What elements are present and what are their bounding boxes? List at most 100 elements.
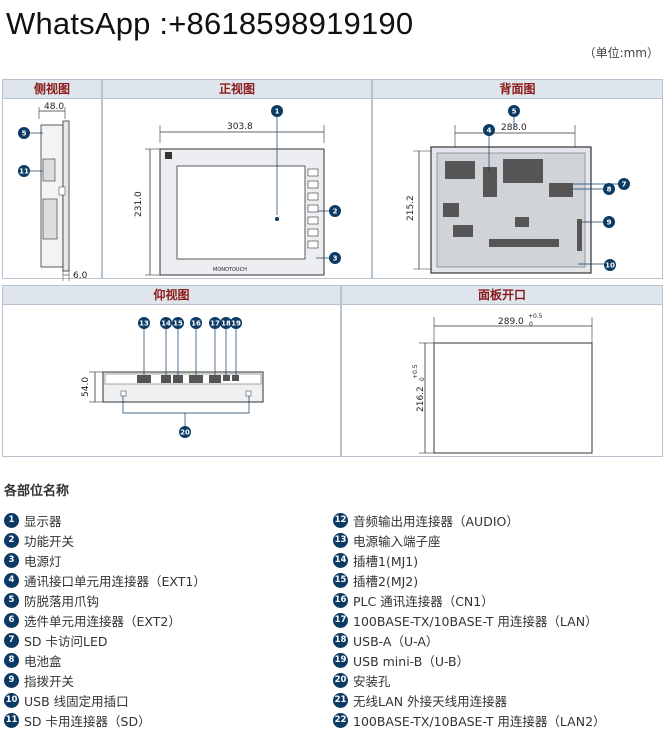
callout-20-icon	[179, 426, 191, 438]
part-number-badge: 3	[4, 552, 19, 568]
part-label: PLC 通讯连接器（CN1）	[353, 593, 494, 609]
part-label: 选件单元用连接器（EXT2）	[24, 613, 181, 629]
part-number-badge: 1	[4, 512, 19, 528]
part-number-badge: 8	[4, 652, 19, 668]
part-number-badge: 7	[4, 632, 19, 648]
part-item: 5 防脱落用爪钩	[4, 590, 206, 610]
callout-14-icon	[160, 317, 172, 329]
part-number-badge: 11	[4, 712, 19, 728]
front-height-label: 231.0	[134, 191, 144, 217]
callout-back-7: 7	[622, 181, 627, 189]
part-number-badge: 9	[4, 672, 19, 688]
cutout-width-tol2: 0	[529, 321, 533, 328]
callout-8-icon	[603, 183, 615, 195]
side-view-panel: 侧视图 48.0 6.0 5 11	[2, 79, 102, 281]
part-item: 13 电源输入端子座	[333, 530, 606, 550]
back-height-label: 215.2	[406, 195, 416, 221]
callout-13-icon	[138, 317, 150, 329]
part-number-badge: 19	[333, 652, 348, 668]
part-item: 1 显示器	[4, 510, 206, 530]
callout-5-icon	[18, 127, 30, 139]
part-item: 14 插槽1(MJ1)	[333, 550, 606, 570]
part-number-badge: 13	[333, 532, 348, 548]
part-label: 指拨开关	[24, 673, 75, 689]
cutout-height-tol2: 0	[419, 377, 426, 381]
callout-16: 16	[191, 320, 201, 328]
part-label: 安装孔	[353, 673, 391, 689]
brand-label: MONOTOUCH	[213, 267, 247, 273]
part-label: 插槽2(MJ2)	[353, 573, 419, 589]
part-label: 电池盒	[24, 653, 62, 669]
part-number-badge: 12	[333, 512, 348, 528]
bottom-height-label: 54.0	[81, 377, 91, 397]
cutout-height-tol: +0.5	[412, 364, 419, 379]
part-label: 显示器	[24, 513, 62, 529]
callout-back-8: 8	[607, 186, 612, 194]
callout-18: 18	[221, 320, 231, 328]
part-label: 100BASE-TX/10BASE-T 用连接器（LAN）	[353, 613, 598, 629]
cutout-title: 面板开口	[342, 286, 662, 305]
part-number-badge: 21	[333, 692, 348, 708]
side-bottom-label: 6.0	[73, 271, 88, 281]
part-number-badge: 17	[333, 612, 348, 628]
callout-17: 17	[210, 320, 220, 328]
part-number-badge: 10	[4, 692, 19, 708]
part-label: 电源输入端子座	[353, 533, 441, 549]
side-depth-label: 48.0	[44, 102, 64, 112]
parts-title: 各部位名称	[4, 484, 70, 499]
cutout-height-label: 216.2	[416, 386, 426, 412]
callout-20: 20	[180, 429, 190, 437]
back-components	[443, 159, 582, 251]
callout-13: 13	[139, 320, 149, 328]
part-label: 通讯接口单元用连接器（EXT1）	[24, 573, 206, 589]
part-item: 17 100BASE-TX/10BASE-T 用连接器（LAN）	[333, 610, 606, 630]
bottom-view-panel: 仰视图 54.0 13 14 15	[2, 285, 341, 457]
callout-16-icon	[190, 317, 202, 329]
bottom-view-drawing: 54.0 13 14 15 16	[81, 317, 264, 438]
callout-7-icon	[618, 178, 630, 190]
part-label: 100BASE-TX/10BASE-T 用连接器（LAN2）	[353, 713, 606, 729]
part-item: 8 电池盒	[4, 650, 206, 670]
callout-front-1: 1	[275, 108, 280, 116]
cutout-width-tol: +0.5	[528, 313, 543, 320]
part-number-badge: 14	[333, 552, 348, 568]
callout-1-icon	[271, 105, 283, 117]
front-view-title: 正视图	[103, 80, 371, 99]
watermark: WhatsApp :+8618598919190	[0, 0, 432, 52]
part-number-badge: 5	[4, 592, 19, 608]
callout-15-icon	[172, 317, 184, 329]
callout-front-3: 3	[333, 255, 338, 263]
callout-back-5: 5	[512, 108, 517, 116]
callout-2-icon	[329, 205, 341, 217]
front-view-panel: 正视图 303.8 231.0 MONOTOUCH 1 2	[102, 79, 372, 279]
callout-18-icon	[220, 317, 232, 329]
bottom-view-title: 仰视图	[3, 286, 340, 305]
callout-17-icon	[209, 317, 221, 329]
callout-15: 15	[173, 320, 183, 328]
part-label: 插槽1(MJ1)	[353, 553, 419, 569]
cutout-width-label: 289.0	[498, 317, 524, 327]
callout-side-5: 5	[22, 130, 27, 138]
callout-3-icon	[329, 252, 341, 264]
callout-9-icon	[603, 216, 615, 228]
part-number-badge: 2	[4, 532, 19, 548]
side-view-title: 侧视图	[3, 80, 101, 99]
callout-front-2: 2	[333, 208, 338, 216]
back-view-drawing: 288.0 215.2 5 4 7	[406, 105, 630, 274]
callout-back-10: 10	[605, 262, 615, 270]
part-label: 防脱落用爪钩	[24, 593, 100, 609]
callout-14: 14	[161, 320, 171, 328]
